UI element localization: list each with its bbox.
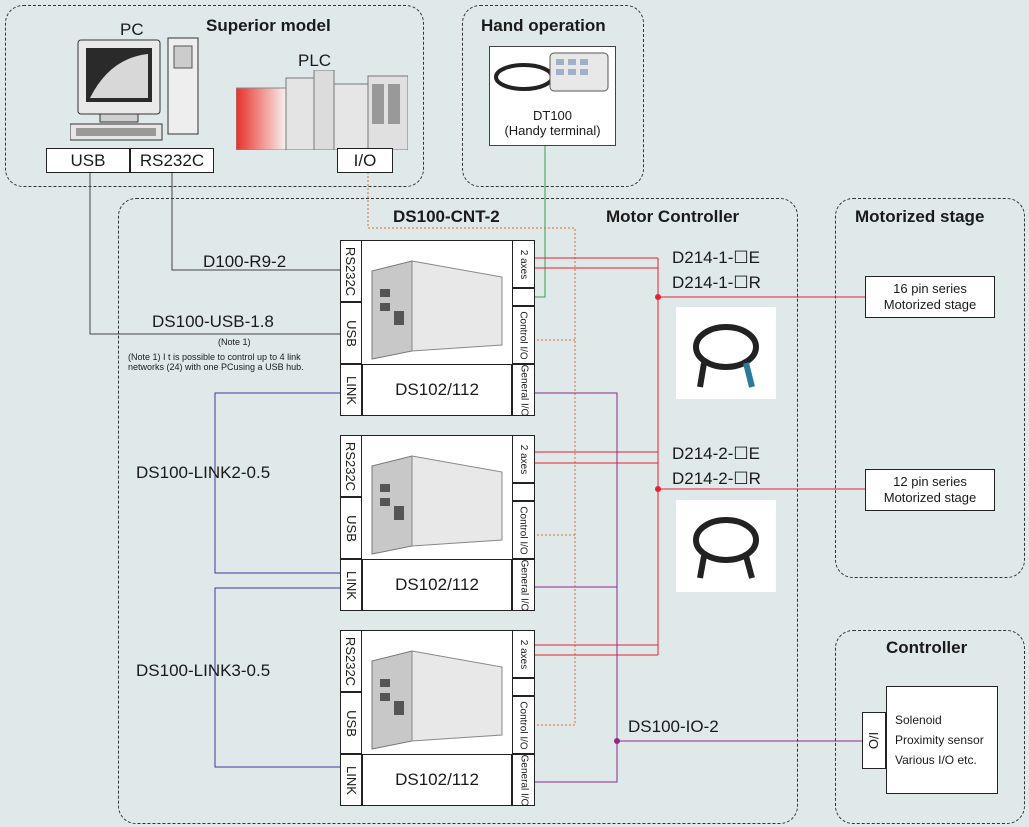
motor-junction-dot-2 [655, 486, 661, 492]
unit1-name: DS102/112 [362, 364, 512, 416]
motor-controller-group [118, 198, 798, 824]
usb-cable-label: DS100-USB-1.8 [152, 312, 274, 331]
motorized-stage-group [835, 198, 1025, 578]
stage-16pin-line2: Motorized stage [883, 297, 977, 312]
motorized-stage-title: Motorized stage [855, 207, 985, 226]
d214-2r-label: D214-2-☐R [672, 469, 761, 488]
unit3-dt-port [512, 678, 535, 696]
note-text: (Note 1) I t is possible to control up t… [128, 352, 304, 372]
unit2-photo [362, 435, 512, 560]
d214-2e-label: D214-2-☐E [672, 444, 760, 463]
superior-model-group [5, 5, 424, 187]
stage-16pin-box: 16 pin series Motorized stage [865, 276, 995, 318]
plc-illustration [236, 70, 408, 150]
unit1-usb-port: USB [340, 302, 362, 364]
pc-label: PC [120, 20, 144, 39]
note-ref: (Note 1) [218, 337, 251, 347]
ext-controller-line2: Proximity sensor [895, 733, 984, 747]
io2-cable-label: DS100-IO-2 [628, 717, 719, 736]
stage-12pin-line2: Motorized stage [883, 490, 977, 505]
unit3-usb-port: USB [340, 692, 362, 754]
dt100-name: DT100 [532, 108, 573, 123]
cable-photo-1 [676, 307, 776, 399]
dt100-cable [534, 142, 546, 298]
d214-1r-label: D214-1-☐R [672, 273, 761, 292]
ext-controller-line1: Solenoid [895, 713, 942, 727]
unit1-general-io-port: General I/O [512, 364, 535, 416]
link-cable-1-2 [214, 392, 340, 574]
pc-rs232c-port: RS232C [130, 148, 214, 173]
unit1-dt-port [512, 288, 535, 306]
unit1-rs232c-port: RS232C [340, 240, 362, 302]
usb-cable-line [89, 172, 362, 335]
motor-cable-unit3 [534, 268, 659, 656]
controller-group [835, 630, 1025, 824]
plc-io-port: I/O [337, 148, 393, 173]
pc-usb-port: USB [46, 148, 130, 173]
stage-12pin-box: 12 pin series Motorized stage [865, 469, 995, 511]
plc-label: PLC [298, 51, 332, 70]
controller-unit-3: RS232C USB LINK DS102/112 2 axes Control… [340, 630, 535, 806]
controller-unit-1: RS232C USB LINK DS102/112 2 axes Control… [340, 240, 535, 416]
model-title: DS100-CNT-2 [393, 207, 500, 226]
unit1-link-port: LINK [340, 364, 362, 416]
dt100-photo: DT100 (Handy terminal) [489, 46, 616, 146]
unit3-photo [362, 630, 512, 755]
hand-operation-title: Hand operation [481, 16, 606, 35]
r9-cable-label: D100-R9-2 [203, 252, 287, 271]
io-junction-dot [614, 738, 620, 744]
unit2-general-io-port: General I/O [512, 559, 535, 611]
link2-cable-label: DS100-LINK2-0.5 [136, 463, 271, 482]
pc-illustration [70, 37, 199, 141]
motor-controller-title: Motor Controller [606, 207, 740, 226]
d214-1e-label: D214-1-☐E [672, 248, 760, 267]
unit2-rs232c-port: RS232C [340, 435, 362, 497]
unit2-axes-port: 2 axes [512, 435, 535, 483]
unit2-usb-port: USB [340, 497, 362, 559]
link-cable-2-3 [214, 587, 340, 768]
unit3-control-io-port: Control I/O [512, 696, 535, 754]
rs232c-cable-line [171, 172, 362, 271]
ext-controller-line3: Various I/O etc. [895, 753, 977, 767]
dt100-desc: (Handy terminal) [504, 123, 601, 138]
unit1-photo [362, 240, 512, 365]
controller-unit-2: RS232C USB LINK DS102/112 2 axes Control… [340, 435, 535, 611]
unit2-name: DS102/112 [362, 559, 512, 611]
motor-cable-unit2 [534, 451, 865, 490]
unit3-link-port: LINK [340, 754, 362, 806]
unit3-name: DS102/112 [362, 754, 512, 806]
hand-operation-group [462, 5, 644, 187]
cable-photo-2 [676, 500, 776, 592]
control-io-cable [367, 172, 576, 726]
unit3-axes-port: 2 axes [512, 630, 535, 678]
controller-title: Controller [886, 638, 968, 657]
stage-16pin-line1: 16 pin series [893, 281, 967, 296]
motor-cable-unit1 [534, 257, 865, 298]
ext-controller-box: Solenoid Proximity sensor Various I/O et… [886, 686, 998, 794]
unit1-control-io-port: Control I/O [512, 306, 535, 364]
link3-cable-label: DS100-LINK3-0.5 [136, 661, 271, 680]
ext-controller-io-port: I/O [862, 712, 886, 769]
stage-12pin-line1: 12 pin series [893, 474, 967, 489]
motor-junction-dot-1 [655, 294, 661, 300]
unit3-rs232c-port: RS232C [340, 630, 362, 692]
unit2-dt-port [512, 483, 535, 501]
unit1-axes-port: 2 axes [512, 240, 535, 288]
unit2-link-port: LINK [340, 559, 362, 611]
dt100-illustration [494, 52, 609, 92]
general-io-cable [534, 392, 862, 783]
unit3-general-io-port: General I/O [512, 754, 535, 806]
superior-model-title: Superior model [206, 16, 331, 35]
unit2-control-io-port: Control I/O [512, 501, 535, 559]
